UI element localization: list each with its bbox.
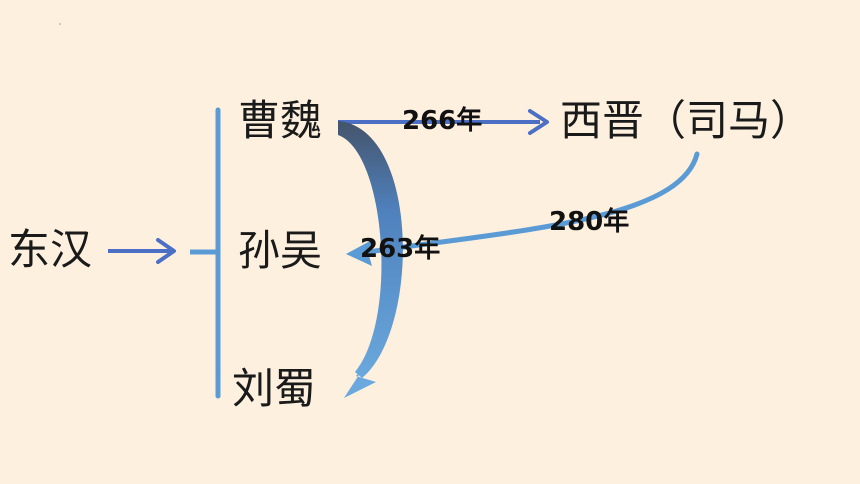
label-266: 266年 — [402, 106, 483, 136]
arrow-caowei-to-xijin — [338, 109, 549, 135]
node-caowei: 曹魏 — [238, 96, 323, 145]
speck — [59, 23, 61, 25]
arrow-caowei-to-liushu — [338, 121, 403, 398]
label-263: 263年 — [360, 234, 441, 264]
arrow-donghan-to-bracket — [108, 238, 176, 264]
node-sunwu: 孙吴 — [238, 226, 323, 275]
label-280: 280年 — [549, 207, 630, 237]
division-bracket — [190, 107, 221, 399]
node-xijin: 西晋（司马） — [560, 96, 813, 145]
node-liushu: 刘蜀 — [232, 364, 317, 413]
node-donghan: 东汉 — [8, 225, 93, 274]
arrow-xijin-to-sunwu — [346, 151, 700, 266]
